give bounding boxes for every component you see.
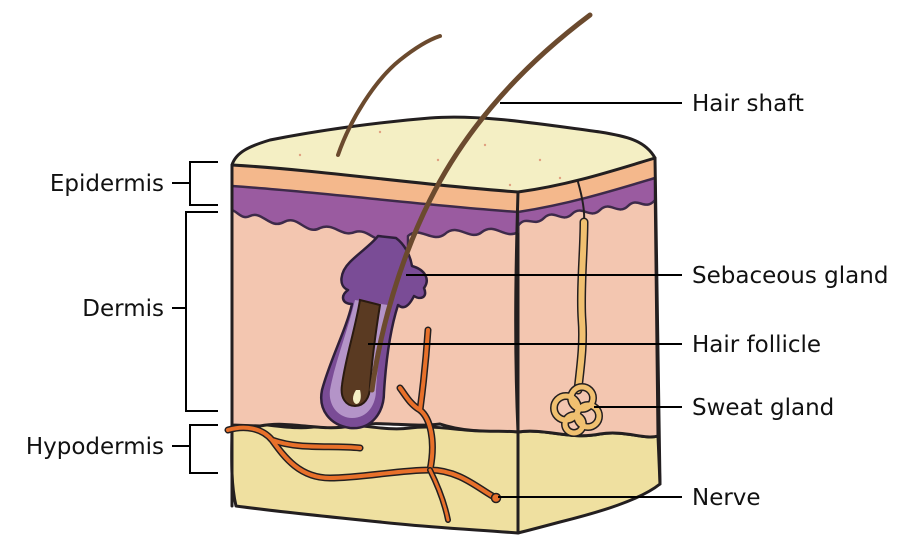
layer-brackets (172, 162, 218, 473)
label-hypodermis: Hypodermis (26, 434, 164, 460)
epidermis-bracket (172, 162, 218, 205)
label-dermis: Dermis (82, 296, 164, 322)
label-sebaceous-gland: Sebaceous gland (692, 263, 888, 289)
label-sweat-gland: Sweat gland (692, 395, 834, 421)
dermis-bracket (172, 212, 218, 411)
hypodermis-bracket (172, 425, 218, 473)
label-epidermis: Epidermis (50, 171, 164, 197)
label-hair-follicle: Hair follicle (692, 332, 821, 358)
label-hair-shaft: Hair shaft (692, 91, 804, 117)
label-nerve: Nerve (692, 485, 761, 511)
